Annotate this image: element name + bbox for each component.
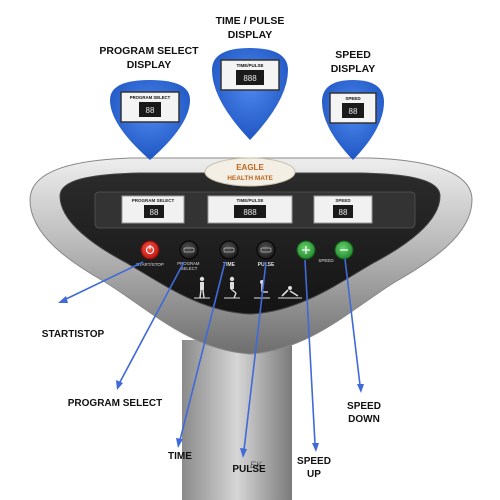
start-stop-button-label: START/STOP: [136, 262, 164, 267]
time-button[interactable]: [219, 240, 239, 260]
speed-display-title: SPEED DISPLAY: [330, 49, 376, 75]
device-display-program-select-screen: [144, 205, 164, 218]
speed-bubble-digits: 88: [349, 107, 358, 116]
program-select-button-label-line2: SELECT: [181, 266, 198, 271]
pole-logo: EK: [250, 460, 263, 470]
start-stop-button[interactable]: [140, 240, 160, 260]
pointer-speed-down-arrowhead: [357, 384, 364, 393]
device-display-time-pulse-digits: 888: [243, 208, 257, 217]
device-display-time-pulse-screen: [234, 205, 266, 218]
program-select-callout-pin: PROGRAM SELECT 88: [110, 80, 190, 160]
speed-up-annotation: SPEED UP: [297, 456, 331, 480]
speed-button-label: SPEED: [318, 258, 334, 263]
time-pulse-display-title: TIME / PULSE DISPLAY: [215, 15, 285, 41]
time-annotation: TIME: [168, 451, 192, 462]
device-display-speed-digits: 88: [339, 208, 348, 217]
program-select-annotation: PROGRAM SELECT: [67, 398, 163, 409]
speed-down-button[interactable]: [334, 240, 354, 260]
pointer-pulse-arrowhead: [240, 448, 247, 458]
pointer-program-select-arrowhead: [116, 380, 123, 390]
program-select-bubble-digits: 88: [146, 106, 155, 115]
pointer-time-arrowhead: [176, 438, 183, 448]
time-pulse-bubble-label: TIME/PULSE: [236, 63, 263, 68]
pointer-speed-up-arrowhead: [312, 443, 319, 452]
program-select-button-label-line1: PROGRAM: [177, 261, 200, 266]
pointer-start-stop: [63, 261, 144, 301]
program-select-bubble-label: PROGRAM SELECT: [130, 95, 171, 100]
device-display-time-pulse-label: TIME/PULSE: [236, 198, 263, 203]
device-display-program-select-label: PROGRAM SELECT: [132, 198, 175, 203]
speed-up-button[interactable]: [296, 240, 316, 260]
program-select-button-label: PROGRAM SELECT: [177, 261, 200, 271]
device-display-speed-label: SPEED: [335, 198, 351, 203]
program-select-display-title: PROGRAM SELECT DISPLAY: [99, 45, 199, 71]
pointer-speed-up: [304, 259, 316, 445]
time-pulse-callout-pin: TIME/PULSE 888: [212, 48, 288, 140]
pointer-time: [179, 261, 226, 441]
speed-bubble-label: SPEED: [345, 96, 361, 101]
start-stop-annotation: STARTISTOP: [41, 329, 105, 340]
pointer-start-stop-arrowhead: [58, 296, 68, 303]
pointer-pulse: [243, 261, 267, 451]
time-pulse-bubble-digits: 888: [243, 74, 257, 83]
device-display-program-select-digits: 88: [150, 208, 159, 217]
pointer-program-select: [119, 261, 185, 383]
speed-callout-pin: SPEED 88: [322, 80, 384, 160]
pulse-button[interactable]: [256, 240, 276, 260]
device-pole: [182, 340, 292, 500]
pointer-lines: [58, 258, 364, 458]
program-select-button[interactable]: [179, 240, 199, 260]
speed-down-annotation: SPEED DOWN: [347, 401, 381, 425]
pointer-speed-down: [344, 258, 361, 386]
pulse-annotation: PULSE: [232, 464, 266, 475]
brand-badge: [204, 157, 296, 187]
brand-line-1: EAGLE: [236, 163, 264, 172]
time-button-label: TIME: [223, 262, 236, 268]
brand-line-2: HEALTH MATE: [227, 175, 273, 182]
device-display-speed-screen: [333, 205, 353, 218]
